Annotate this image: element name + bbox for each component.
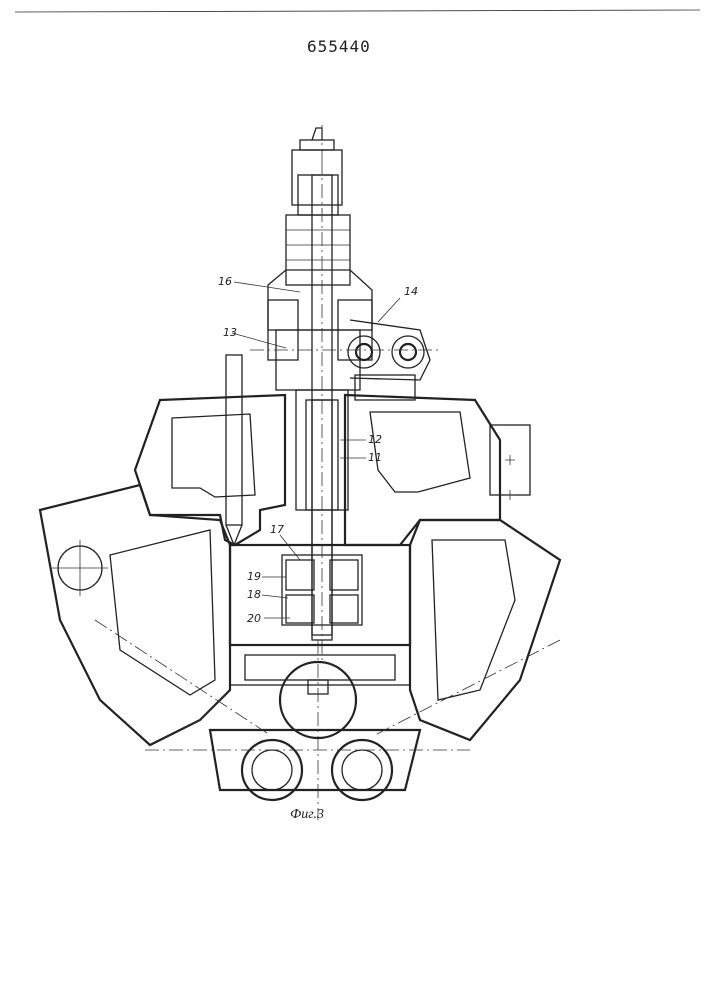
callout-14: 14 — [404, 285, 418, 298]
callout-labels: 16 14 13 12 11 17 19 18 20 — [218, 275, 418, 625]
document-number: 655440 — [307, 37, 371, 56]
callout-13: 13 — [223, 326, 237, 339]
callout-17: 17 — [270, 523, 284, 536]
sheet-top-border — [15, 10, 700, 12]
callout-11: 11 — [368, 451, 382, 464]
figure-caption: Фиг.3 — [290, 807, 324, 822]
main-housing — [40, 395, 560, 745]
lower-rollers — [145, 640, 470, 820]
callout-19: 19 — [247, 570, 261, 583]
callout-18: 18 — [247, 588, 261, 601]
left-tool-rod — [226, 355, 242, 545]
upper-spindle-assembly — [268, 128, 430, 400]
callout-16: 16 — [218, 275, 232, 288]
central-shaft — [296, 160, 348, 660]
callout-20: 20 — [247, 612, 261, 625]
callout-12: 12 — [368, 433, 382, 446]
